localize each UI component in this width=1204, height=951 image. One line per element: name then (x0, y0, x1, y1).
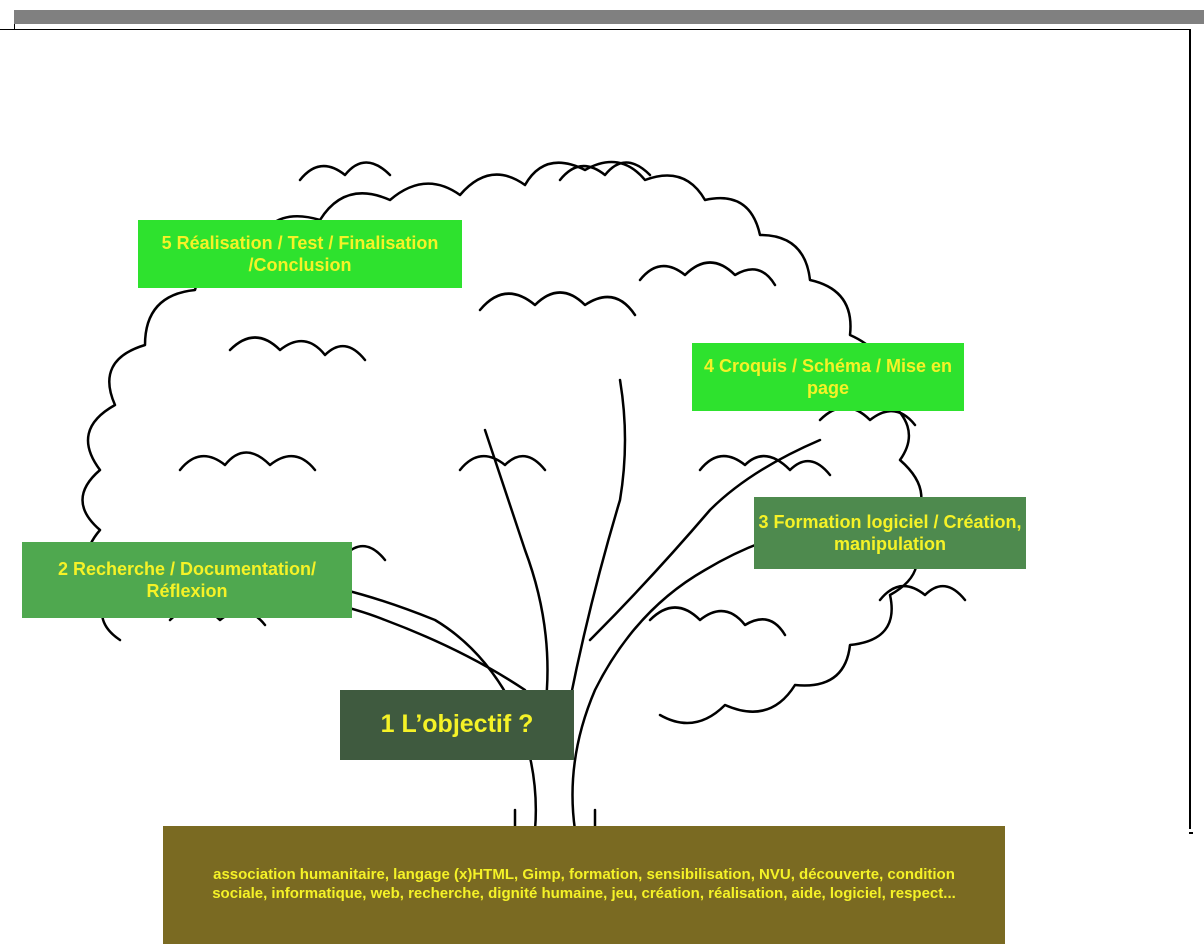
step-4-label: 4 Croquis / Schéma / Mise en page (692, 343, 964, 411)
step-3-label: 3 Formation logiciel / Création, manipul… (754, 497, 1026, 569)
frame-border (1189, 29, 1191, 829)
canopy-outline (81, 160, 923, 725)
frame-border (0, 29, 1190, 30)
step-1-label: 1 L’objectif ? (340, 690, 574, 760)
step-5-label: 5 Réalisation / Test / Finalisation /Con… (138, 220, 462, 288)
frame-border (14, 24, 15, 30)
step-2-label: 2 Recherche / Documentation/ Réflexion (22, 542, 352, 618)
trunk-right (571, 528, 807, 832)
frame-border (1189, 832, 1193, 834)
top-bar (14, 10, 1204, 24)
keywords-box: association humanitaire, langage (x)HTML… (163, 826, 1005, 944)
